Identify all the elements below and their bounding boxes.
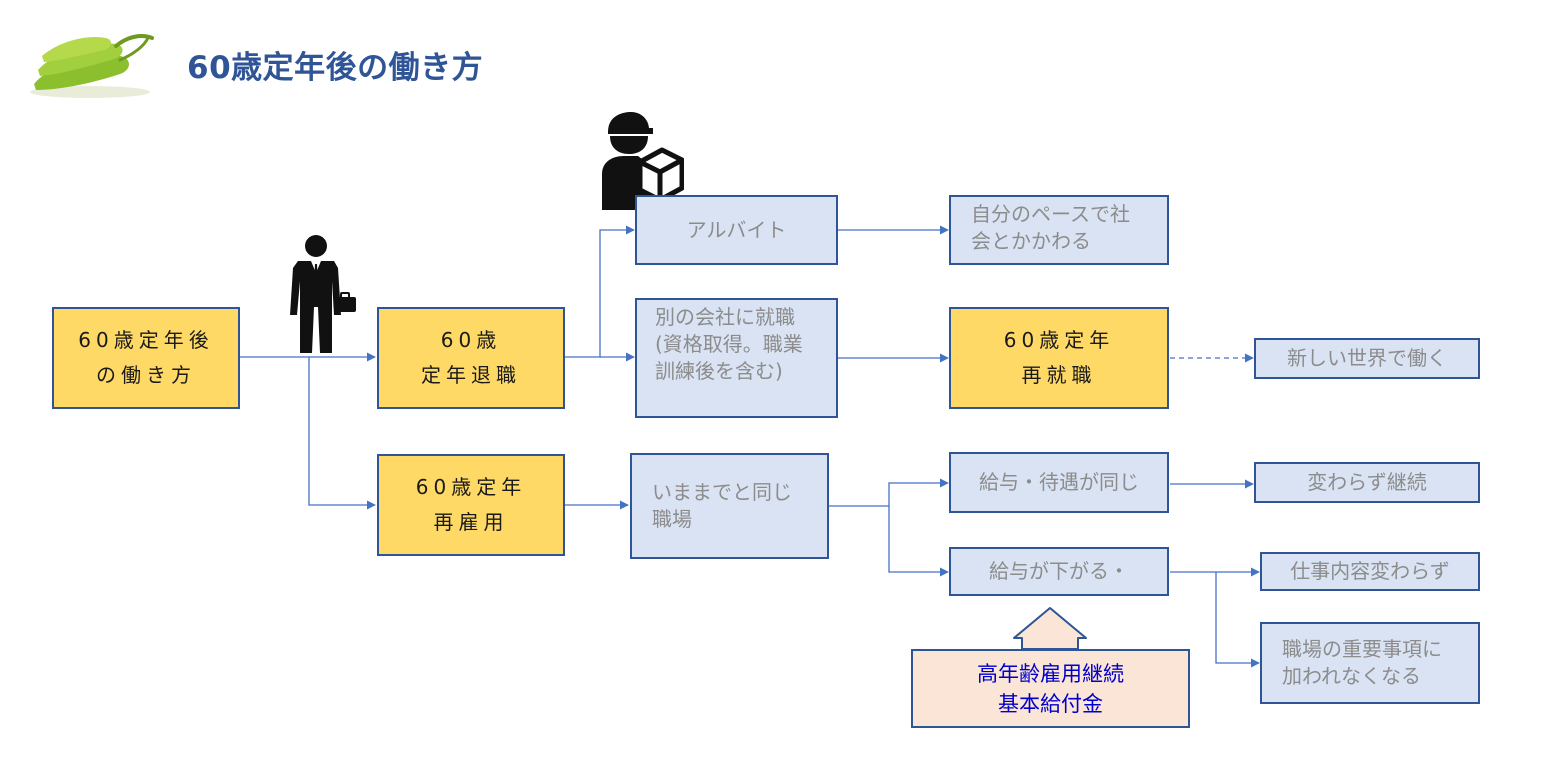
node-new-world: 新しい世界で働く: [1254, 338, 1480, 379]
node-part-time: アルバイト: [635, 195, 838, 265]
connector-sameworkplace-branch: [829, 478, 949, 507]
connector-sameworkplace-lowersalary: [888, 506, 949, 577]
node-same-salary: 給与・待遇が同じ: [949, 452, 1169, 513]
businessman-icon: [290, 235, 356, 353]
node-new-company: 別の会社に就職 (資格取得。職業 訓練後を含む): [635, 298, 838, 418]
node-lower-salary: 給与が下がる・: [949, 547, 1169, 596]
node-start: 60歳定年後 の働き方: [52, 307, 240, 409]
node-reemployment-after-retire: 60歳定年 再就職: [949, 307, 1169, 409]
node-subsidy: 高年齢雇用継続 基本給付金: [911, 649, 1190, 728]
node-unchanged-continue: 変わらず継続: [1254, 462, 1480, 503]
node-retirement: 60歳 定年退職: [377, 307, 565, 409]
connector-retirement-parttime: [565, 225, 635, 358]
node-same-workplace: いままでと同じ 職場: [630, 453, 829, 559]
node-same-work-content: 仕事内容変わらず: [1260, 552, 1480, 591]
connector-lowersalary-keymatters: [1215, 572, 1260, 668]
node-reemployment: 60歳定年 再雇用: [377, 454, 565, 556]
up-arrow-icon: [1013, 607, 1087, 650]
node-part-time-result: 自分のペースで社 会とかかわる: [949, 195, 1169, 265]
green-pepper-icon: [30, 34, 154, 98]
node-excluded-from-key-matters: 職場の重要事項に 加われなくなる: [1260, 622, 1480, 704]
connector-start-reemployment: [308, 357, 376, 510]
page-title: 60歳定年後の働き方: [187, 50, 484, 86]
